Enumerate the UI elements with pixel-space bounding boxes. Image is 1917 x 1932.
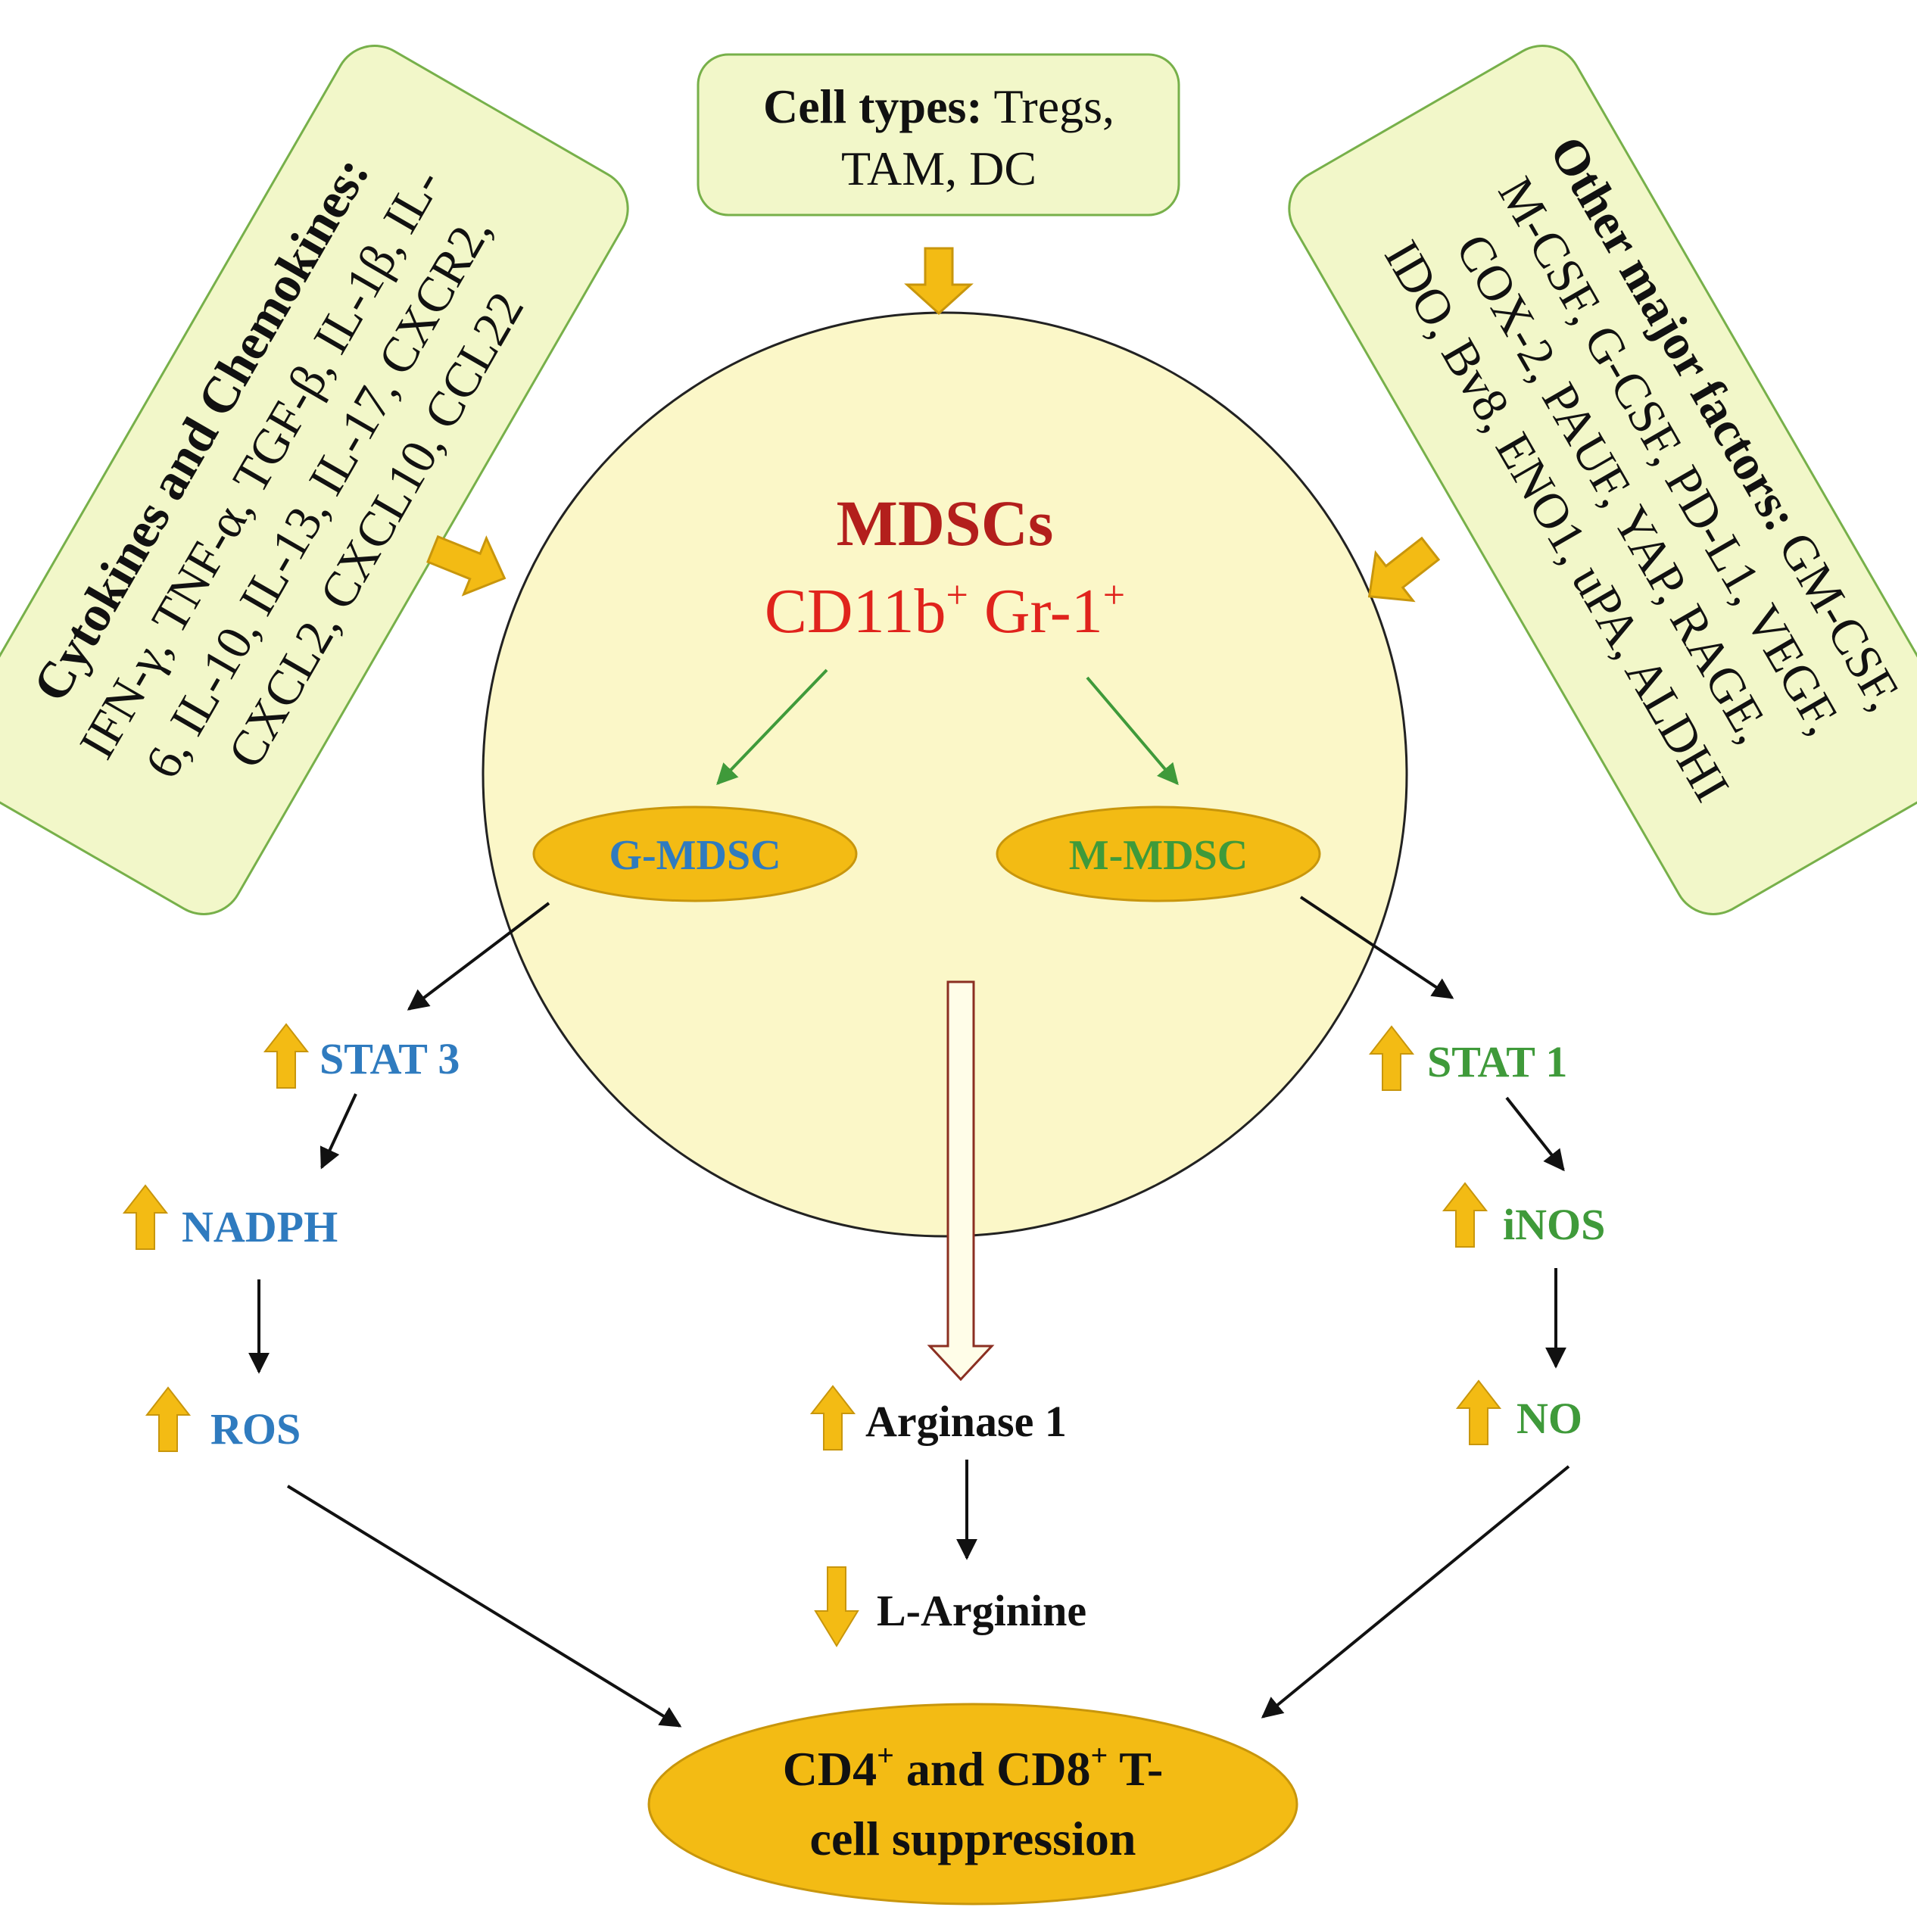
mdsc-title: MDSCs [837, 487, 1054, 559]
mdsc-markers: CD11b+ Gr-1+ [765, 574, 1125, 647]
suppression-line1: CD4+ and CD8+ T- [783, 1738, 1164, 1796]
suppression-ellipse [647, 1703, 1298, 1906]
up-arrow-stat1 [1368, 1025, 1415, 1091]
inos-label: iNOS [1503, 1200, 1605, 1249]
arrow-stat3-to-nadph [320, 1093, 357, 1170]
m-mdsc-ellipse [996, 806, 1321, 902]
arrow-stat1-to-inos [1505, 1096, 1565, 1172]
gold-arrow-top [904, 247, 974, 316]
g-mdsc-label: G-MDSC [609, 832, 781, 879]
arginase-label: Arginase 1 [865, 1397, 1067, 1446]
gold-arrow-left [426, 534, 507, 597]
arrow-g-mdsc-to-stat3 [407, 902, 550, 1011]
hollow-arrow-arginase [927, 980, 995, 1382]
mdsc-circle [482, 311, 1408, 1238]
arrow-to-m-mdsc [1086, 676, 1179, 786]
cell-types-box [697, 53, 1180, 217]
suppression-line2: cell suppression [810, 1812, 1136, 1865]
stat3-label: STAT 3 [320, 1034, 460, 1083]
no-label: NO [1516, 1394, 1582, 1443]
gold-arrow-right [1367, 536, 1441, 603]
up-arrow-nadph [122, 1184, 169, 1250]
arrow-m-mdsc-to-stat1 [1299, 896, 1454, 999]
up-arrow-no [1455, 1379, 1502, 1445]
cell-types-label: Cell types: [763, 79, 983, 133]
up-arrow-ros [145, 1386, 192, 1452]
l-arginine-label: L-Arginine [877, 1586, 1086, 1635]
cell-types-line1: Tregs, [983, 79, 1114, 133]
up-arrow-arginase [809, 1385, 856, 1451]
g-mdsc-ellipse [532, 806, 858, 902]
other-factors-box [1288, 45, 1917, 915]
arrow-no-to-suppression [1261, 1465, 1570, 1719]
stat1-label: STAT 1 [1427, 1037, 1567, 1086]
arrow-ros-to-suppression [286, 1485, 682, 1728]
m-mdsc-label: M-MDSC [1069, 832, 1248, 879]
cell-types-line2: TAM, DC [841, 142, 1036, 195]
svg-text:Cell types: Tregs,: Cell types: Tregs, [763, 79, 1114, 133]
down-arrow-arginine [814, 1566, 859, 1647]
ros-label: ROS [210, 1404, 301, 1454]
nadph-label: NADPH [182, 1202, 338, 1251]
up-arrow-stat3 [263, 1023, 310, 1089]
arrow-to-g-mdsc [716, 668, 828, 786]
up-arrow-inos [1442, 1182, 1488, 1248]
